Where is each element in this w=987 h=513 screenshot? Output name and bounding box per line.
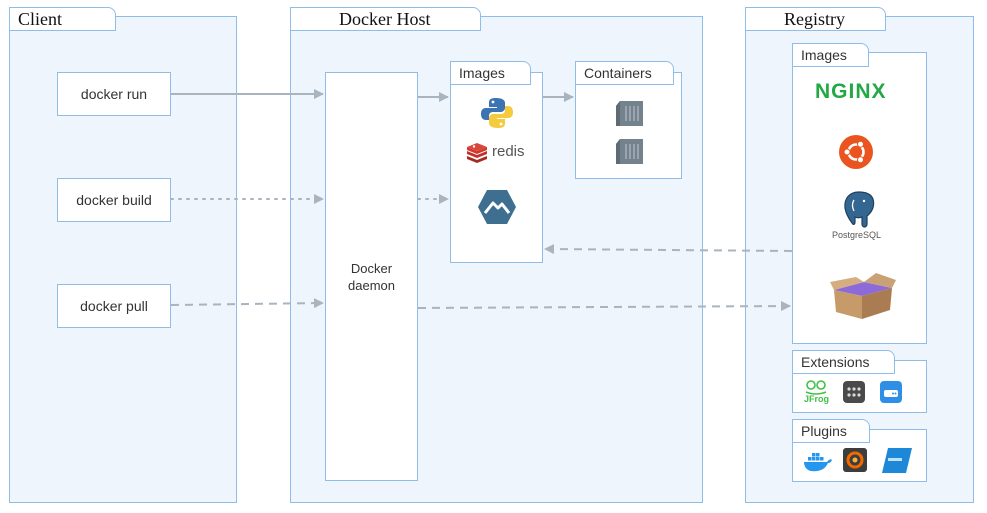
containers-title: Containers (575, 61, 674, 85)
registry-to-images-arrow (544, 244, 793, 255)
daemon-to-registry-arrow (417, 301, 791, 312)
jfrog-frog-icon (805, 380, 827, 395)
docker-run-command[interactable]: docker run (57, 72, 171, 116)
docker-pull-command[interactable]: docker pull (57, 284, 171, 328)
alpine-mountain-icon (478, 190, 516, 224)
python-logo-icon (481, 98, 513, 128)
nginx-logo-icon[interactable]: NGINX (815, 80, 887, 103)
host-images-title: Images (450, 61, 531, 85)
container-icon (616, 101, 643, 126)
client-title: Client (9, 7, 116, 31)
grafana-icon[interactable] (843, 448, 867, 472)
grid-dots-icon[interactable] (843, 381, 865, 403)
jfrog-extension[interactable]: JFrog (802, 379, 830, 407)
postgresql-label: PostgreSQL (832, 230, 882, 240)
docker-host-title: Docker Host (290, 7, 481, 31)
ubuntu-logo-icon (839, 135, 873, 169)
redis-logo-icon (467, 143, 487, 163)
redis-label: redis (492, 143, 525, 160)
docker-whale-icon[interactable] (803, 451, 833, 473)
docker-build-command[interactable]: docker build (57, 178, 171, 222)
cardboard-box-icon (830, 273, 896, 319)
cloud-drive-icon[interactable] (880, 381, 902, 403)
jfrog-label: JFrog (804, 394, 830, 404)
postgresql-image[interactable]: PostgreSQL (828, 190, 894, 242)
vmware-icon[interactable] (882, 448, 912, 473)
pull-arrow (170, 298, 324, 309)
container-icon (616, 139, 643, 164)
docker-daemon-label: Docker daemon (348, 260, 395, 293)
plugins-title: Plugins (792, 419, 870, 443)
postgresql-elephant-icon (844, 191, 875, 228)
registry-title: Registry (745, 7, 886, 31)
redis-image[interactable]: redis (466, 141, 530, 165)
extensions-title: Extensions (792, 350, 895, 374)
docker-daemon[interactable]: Docker daemon (325, 72, 418, 481)
registry-images-title: Images (792, 43, 869, 67)
